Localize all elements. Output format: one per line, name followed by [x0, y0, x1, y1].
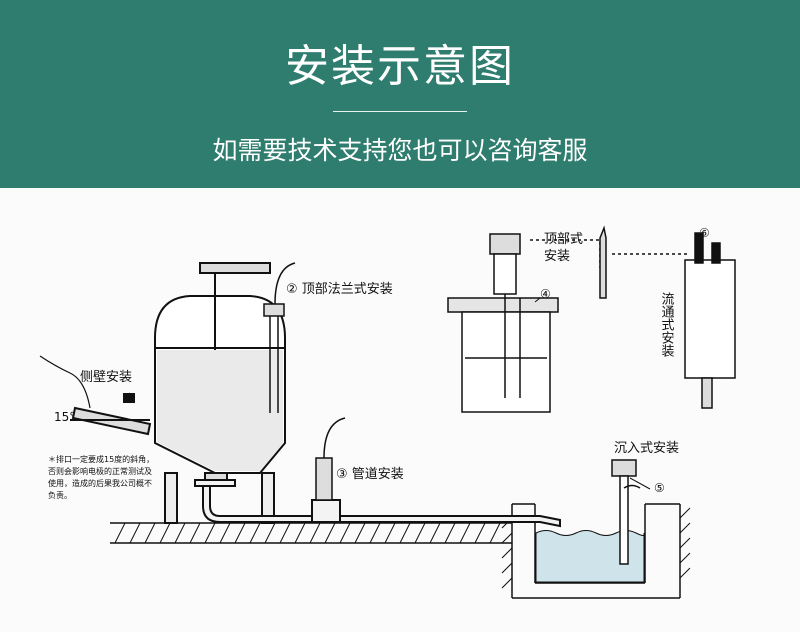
label-circle-6: ⑥	[699, 226, 710, 240]
label-submersion: 沉入式安装	[614, 441, 679, 456]
tank-liquid	[157, 350, 283, 471]
label-top-mount-1: 顶部式	[544, 232, 583, 247]
page-subtitle: 如需要技术支持您也可以咨询客服	[212, 136, 588, 165]
label-top-flange: ② 顶部法兰式安装	[286, 282, 393, 297]
label-pipeline: ③ 管道安装	[336, 467, 404, 482]
label-circle-1: ①	[124, 392, 135, 406]
label-angle: 15°	[54, 410, 75, 424]
installation-diagram: 侧壁安装 ① 15° ② 顶部法兰式安装 ③ 管道安装 顶部式 安装 ④ ⑥ 流…	[0, 188, 800, 632]
page-title: 安装示意图	[285, 41, 515, 92]
diagram-drawing: 侧壁安装 ① 15° ② 顶部法兰式安装 ③ 管道安装 顶部式 安装 ④ ⑥ 流…	[39, 225, 736, 599]
probe-submersion	[611, 459, 641, 565]
probe-top-flange	[263, 262, 296, 413]
title-divider	[333, 111, 467, 112]
warning-note: ＊排口一定要成15度的斜角，否则会影响电极的正常测试及使用，造成的后果我公司概不…	[48, 455, 155, 500]
label-side-wall: 侧壁安装	[80, 370, 132, 385]
label-circle-5: ⑤	[654, 481, 665, 495]
label-top-mount-2: 安装	[544, 249, 570, 264]
probe-side-wall	[39, 355, 152, 436]
label-flow-through: 流通式安装	[659, 292, 675, 357]
header-banner: 安装示意图 如需要技术支持您也可以咨询客服	[0, 0, 800, 188]
probe-pipeline	[315, 417, 346, 501]
pit-water	[535, 530, 645, 583]
top-vessel	[447, 233, 601, 413]
leader-lines	[123, 297, 651, 490]
probe-top-detached	[599, 225, 607, 299]
flow-cell	[612, 232, 736, 409]
label-circle-4: ④	[540, 287, 551, 301]
pipeline	[194, 479, 561, 528]
